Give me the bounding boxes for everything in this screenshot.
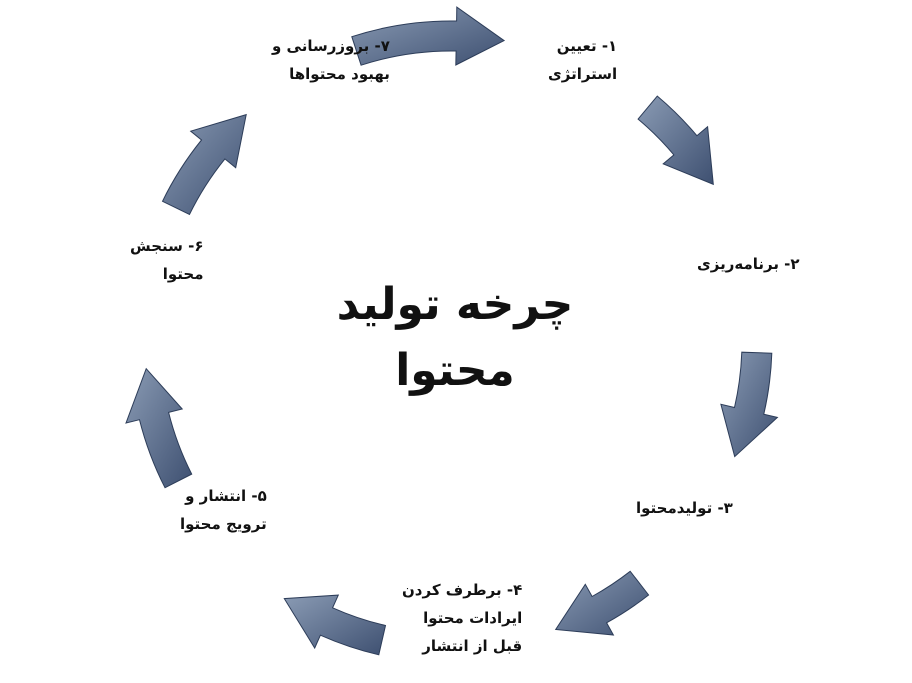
step-5-line-1: ۵- انتشار و — [185, 487, 267, 505]
cycle-arrow-1 — [351, 6, 506, 66]
step-7-label: ۷- بروزرسانی و بهبود محتواها — [272, 32, 390, 88]
step-4-line-1: ۴- برطرف کردن — [402, 581, 523, 599]
cycle-arrow-7 — [161, 113, 247, 216]
step-7-line-1: ۷- بروزرسانی و — [272, 37, 390, 55]
step-6-label: ۶- سنجش محتوا — [130, 232, 204, 288]
step-2-line-1: ۲- برنامه‌ریزی — [697, 255, 800, 273]
diagram-title: چرخه تولید محتوا — [290, 272, 620, 404]
step-6-line-1: ۶- سنجش — [130, 237, 204, 255]
cycle-arrow-3 — [720, 351, 779, 458]
step-2-label: ۲- برنامه‌ریزی — [697, 250, 800, 278]
step-6-line-2: محتوا — [162, 265, 204, 283]
title-line-1: چرخه تولید — [336, 279, 574, 330]
cycle-arrow-6 — [125, 367, 193, 489]
cycle-arrow-4 — [554, 570, 650, 636]
step-3-line-1: ۳- تولیدمحتوا — [636, 499, 733, 517]
step-1-line-1: ۱- تعیین — [556, 37, 618, 55]
step-7-line-2: بهبود محتواها — [289, 65, 390, 83]
step-5-line-2: ترویج محتوا — [180, 515, 267, 533]
step-4-label: ۴- برطرف کردن ایرادات محتوا قبل از انتشا… — [402, 576, 522, 660]
step-4-line-3: قبل از انتشار — [422, 637, 523, 655]
title-line-2: محتوا — [395, 345, 515, 396]
step-1-label: ۱- تعیین استراتژی — [548, 32, 617, 88]
cycle-arrow-5 — [283, 594, 387, 656]
step-3-label: ۳- تولیدمحتوا — [636, 494, 733, 522]
step-5-label: ۵- انتشار و ترویج محتوا — [180, 482, 267, 538]
step-4-line-2: ایرادات محتوا — [423, 609, 523, 627]
cycle-arrow-2 — [637, 95, 714, 186]
step-1-line-2: استراتژی — [548, 65, 618, 83]
